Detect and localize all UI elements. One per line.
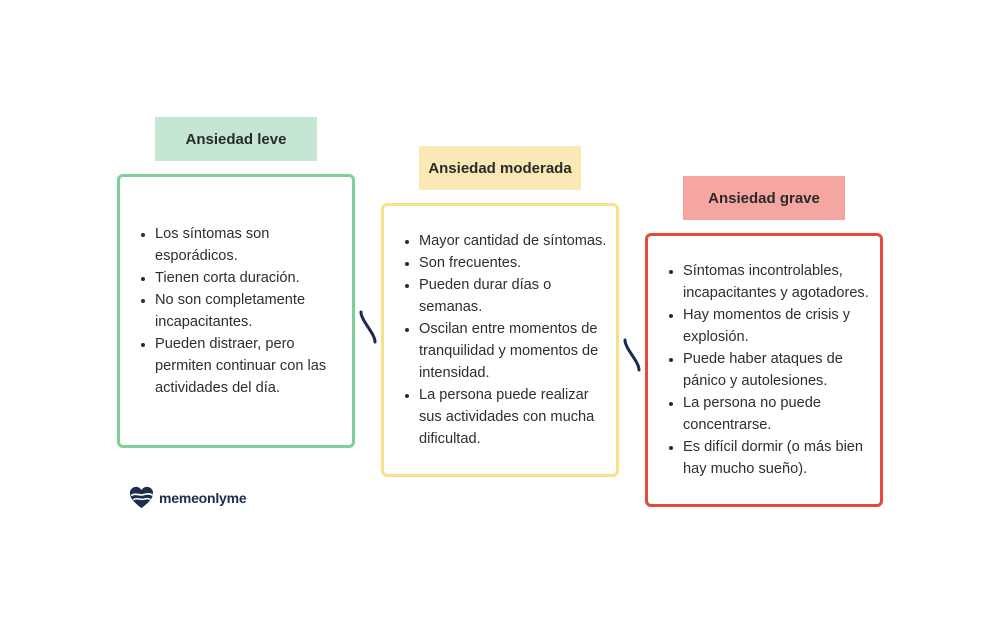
list-item: Hay momentos de crisis y explosión. xyxy=(683,304,870,348)
list-item: Puede haber ataques de pánico y autolesi… xyxy=(683,348,870,392)
list-item: La persona no puede concentrarse. xyxy=(683,392,870,436)
list-ansiedad-leve: Los síntomas son esporádicos. Tienen cor… xyxy=(120,223,352,399)
label-ansiedad-grave: Ansiedad grave xyxy=(683,176,845,220)
list-item: Pueden durar días o semanas. xyxy=(419,274,610,318)
label-ansiedad-leve: Ansiedad leve xyxy=(155,117,317,161)
squiggle-connector-1 xyxy=(359,310,377,344)
card-ansiedad-leve: Los síntomas son esporádicos. Tienen cor… xyxy=(117,174,355,448)
list-item: Son frecuentes. xyxy=(419,252,610,274)
list-item: Pueden distraer, pero permiten continuar… xyxy=(155,333,344,399)
heart-logo-icon xyxy=(129,486,154,509)
label-ansiedad-moderada: Ansiedad moderada xyxy=(419,146,581,190)
list-ansiedad-grave: Síntomas incontrolables, incapacitantes … xyxy=(648,260,880,480)
list-item: Síntomas incontrolables, incapacitantes … xyxy=(683,260,870,304)
list-ansiedad-moderada: Mayor cantidad de síntomas. Son frecuent… xyxy=(384,230,616,450)
card-ansiedad-grave: Síntomas incontrolables, incapacitantes … xyxy=(645,233,883,507)
list-item: Tienen corta duración. xyxy=(155,267,344,289)
brand: memeonlyme xyxy=(128,484,247,511)
brand-name: memeonlyme xyxy=(159,489,247,506)
list-item: Los síntomas son esporádicos. xyxy=(155,223,344,267)
card-ansiedad-moderada: Mayor cantidad de síntomas. Son frecuent… xyxy=(381,203,619,477)
list-item: Oscilan entre momentos de tranquilidad y… xyxy=(419,318,610,384)
list-item: Mayor cantidad de síntomas. xyxy=(419,230,610,252)
list-item: La persona puede realizar sus actividade… xyxy=(419,384,610,450)
list-item: Es difícil dormir (o más bien hay mucho … xyxy=(683,436,870,480)
list-item: No son completamente incapacitantes. xyxy=(155,289,344,333)
squiggle-connector-2 xyxy=(623,338,641,372)
